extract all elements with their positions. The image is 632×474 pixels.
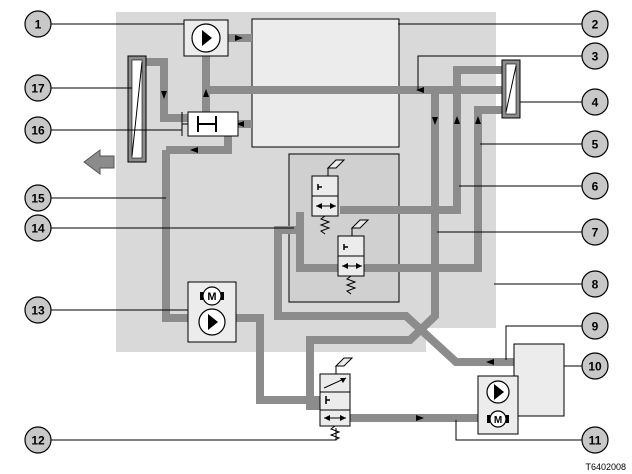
svg-text:17: 17 [31, 82, 45, 96]
callout-17: 17 [24, 74, 52, 102]
svg-text:4: 4 [592, 96, 599, 110]
line-filter17-top [146, 58, 188, 122]
line-7-vertical [306, 90, 439, 410]
callout-8: 8 [581, 270, 609, 298]
svg-text:8: 8 [592, 278, 599, 292]
line-14-loop [274, 226, 514, 366]
control-valve-left [181, 111, 239, 137]
callout-6: 6 [581, 172, 609, 200]
pump-top [183, 19, 229, 57]
solenoid-valve-bottom [319, 357, 354, 441]
output-arrow [83, 149, 115, 175]
line-6 [340, 124, 461, 214]
callout-16: 16 [24, 116, 52, 144]
callout-4: 4 [581, 88, 609, 116]
callout-5: 5 [581, 130, 609, 158]
svg-text:5: 5 [592, 138, 599, 152]
flow-arrows [161, 35, 494, 421]
motor-pump-left: M [187, 281, 237, 343]
valve-block-frame [288, 153, 400, 303]
callout-2: 2 [581, 10, 609, 38]
callout-3: 3 [581, 42, 609, 70]
svg-text:9: 9 [592, 320, 599, 334]
svg-text:2: 2 [592, 18, 599, 32]
callout-10: 10 [581, 352, 609, 380]
callouts: 1 2 3 4 5 6 7 8 9 10 11 12 13 14 15 16 1… [24, 10, 609, 454]
svg-text:11: 11 [589, 434, 602, 448]
motor-pump-right: M [477, 375, 519, 435]
callout-9: 9 [581, 312, 609, 340]
reference-code: T6402008 [585, 462, 626, 472]
svg-text:7: 7 [592, 226, 599, 240]
line-valve16-bottom [166, 136, 232, 154]
svg-text:6: 6 [592, 180, 599, 194]
callout-7: 7 [581, 218, 609, 246]
motor-letter-right: M [494, 415, 502, 426]
callout-15: 15 [24, 184, 52, 212]
line-13-to-12 [236, 314, 320, 404]
svg-text:12: 12 [31, 434, 45, 448]
callout-11: 11 [581, 426, 609, 454]
filter-left [127, 55, 147, 163]
leader-lines [50, 23, 582, 441]
svg-text:1: 1 [35, 18, 42, 32]
svg-text:14: 14 [31, 222, 45, 236]
svg-text:3: 3 [592, 50, 599, 64]
callout-14: 14 [24, 214, 52, 242]
svg-text:13: 13 [31, 304, 45, 318]
motor-letter-left: M [207, 291, 216, 303]
hydraulic-lines [146, 34, 514, 422]
line-filter4-top [453, 66, 512, 124]
callout-1: 1 [24, 10, 52, 38]
solenoid-valve-lower [337, 219, 370, 295]
tank-right [513, 343, 565, 417]
svg-text:15: 15 [31, 192, 45, 206]
solenoid-valve-upper [311, 159, 346, 235]
reservoir-block [251, 18, 400, 148]
callout-13: 13 [24, 296, 52, 324]
line-filter4-bottom [340, 106, 512, 272]
svg-text:16: 16 [31, 124, 45, 138]
line-15 [162, 150, 188, 322]
callout-12: 12 [24, 426, 52, 454]
svg-text:10: 10 [588, 360, 602, 374]
filter-right [501, 59, 521, 119]
